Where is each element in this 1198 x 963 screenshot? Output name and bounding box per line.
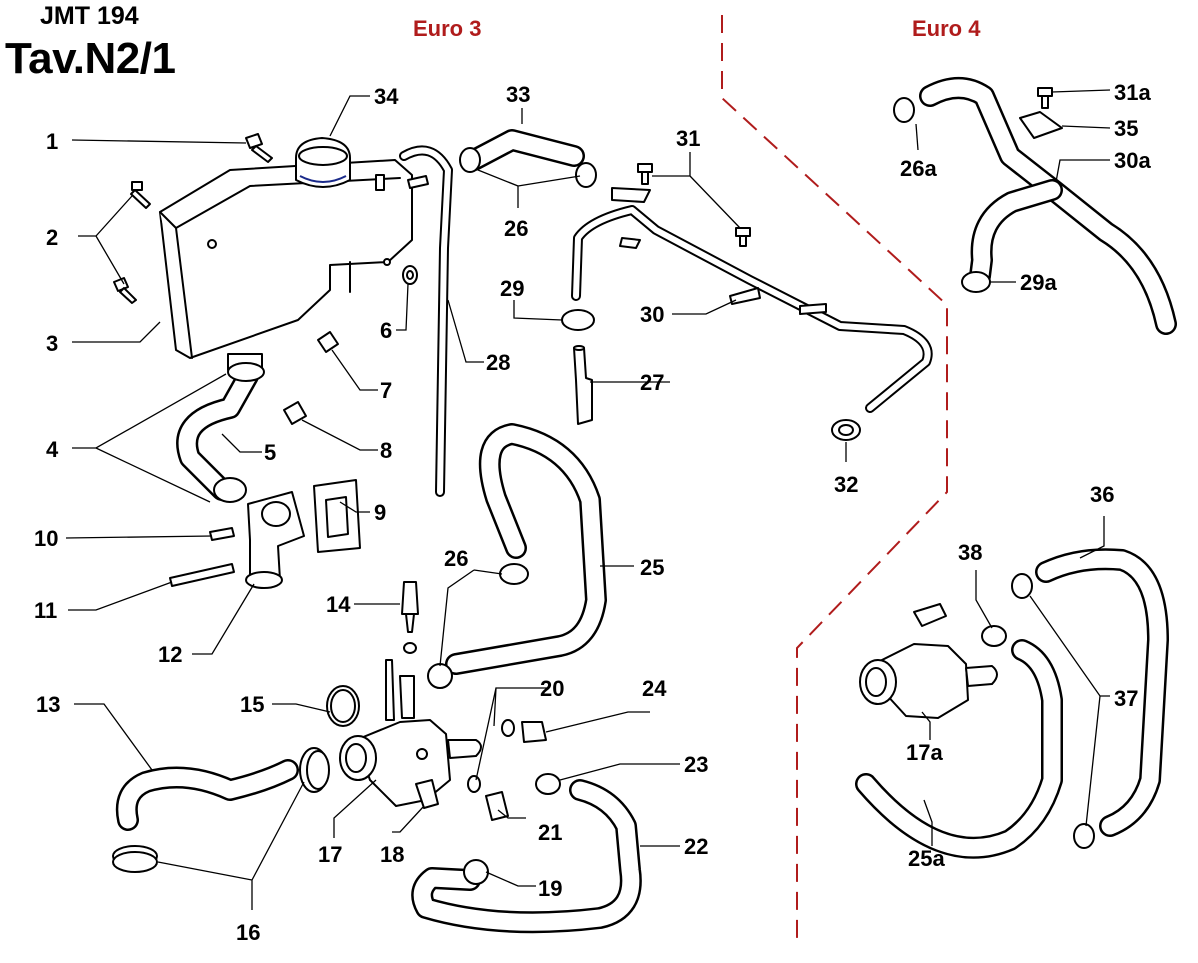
thermostat-housing-17-icon	[339, 659, 482, 807]
elbow-fitting-12-icon	[245, 491, 305, 589]
part-number-25: 25	[640, 555, 664, 580]
screw-2-lower-icon	[113, 277, 137, 304]
part-number-2: 2	[46, 225, 58, 250]
part-number-23: 23	[684, 752, 708, 777]
part-number-9: 9	[374, 500, 386, 525]
grommet-7-icon	[317, 331, 339, 353]
tank-cap	[295, 137, 351, 188]
hose-clamp-16-lower-icon	[112, 845, 158, 873]
hose-clamp-26-mid-icon	[499, 563, 529, 585]
bolt-11-icon	[169, 563, 235, 587]
part-number-17a: 17a	[906, 740, 943, 765]
part-number-33: 33	[506, 82, 530, 107]
zone-label-euro4: Euro 4	[912, 16, 981, 41]
part-number-26-upper: 26	[504, 216, 528, 241]
part-number-31: 31	[676, 126, 700, 151]
part-number-6: 6	[380, 318, 392, 343]
thermostat-housing-17a-icon	[859, 603, 998, 719]
screw-1-icon	[245, 133, 273, 163]
bolt-10-icon	[209, 527, 235, 541]
part-number-18: 18	[380, 842, 404, 867]
hose-clamp-4-upper-icon	[227, 362, 265, 382]
part-number-34: 34	[374, 84, 399, 109]
part-number-38: 38	[958, 540, 982, 565]
part-number-36: 36	[1090, 482, 1114, 507]
washer-6-icon	[402, 265, 418, 285]
part-number-26-lower: 26	[444, 546, 468, 571]
screw-31a-icon	[1037, 87, 1053, 109]
washer-20-lower-icon	[467, 775, 481, 793]
gasket-9-icon	[313, 479, 361, 553]
part-number-30a: 30a	[1114, 148, 1151, 173]
euro-separator-line	[721, 15, 948, 940]
zone-label-euro3: Euro 3	[413, 16, 482, 41]
part-number-37: 37	[1114, 686, 1138, 711]
part-number-27: 27	[640, 370, 664, 395]
clamp-32-icon	[831, 419, 861, 441]
part-number-12: 12	[158, 642, 182, 667]
part-number-5: 5	[264, 440, 276, 465]
part-number-3: 3	[46, 331, 58, 356]
hose-clamp-26a-icon	[893, 97, 915, 123]
part-number-24: 24	[642, 676, 667, 701]
part-number-19: 19	[538, 876, 562, 901]
part-number-16: 16	[236, 920, 260, 945]
hose-clamp-26-lower-icon	[427, 663, 453, 689]
bolt-18-icon	[415, 779, 439, 809]
part-number-8: 8	[380, 438, 392, 463]
part-number-32: 32	[834, 472, 858, 497]
screw-31-lower-icon	[735, 227, 751, 247]
part-number-17: 17	[318, 842, 342, 867]
hose-clamp-29-icon	[561, 309, 595, 331]
part-number-14: 14	[326, 592, 351, 617]
diagram-header-code: JMT 194	[40, 2, 139, 30]
part-number-1: 1	[46, 129, 58, 154]
part-number-29a: 29a	[1020, 270, 1057, 295]
bracket-35-icon	[1019, 111, 1063, 139]
screw-2-upper-icon	[130, 181, 151, 209]
fitting-24-icon	[521, 721, 547, 743]
hose-clamp-37-upper-icon	[1011, 573, 1033, 599]
diagram-table-title: Tav.N2/1	[5, 34, 176, 83]
washer-20-upper-icon	[501, 719, 515, 737]
connector-27-icon	[573, 345, 593, 425]
hose-clamp-19-icon	[463, 859, 489, 885]
part-number-22: 22	[684, 834, 708, 859]
part-number-13: 13	[36, 692, 60, 717]
expansion-tank	[159, 159, 429, 371]
part-number-10: 10	[34, 526, 58, 551]
part-number-28: 28	[486, 350, 510, 375]
part-number-35: 35	[1114, 116, 1138, 141]
hose-clamp-37-lower-icon	[1073, 823, 1095, 849]
part-number-21: 21	[538, 820, 562, 845]
part-number-31a: 31a	[1114, 80, 1151, 105]
part-number-30: 30	[640, 302, 664, 327]
hose-clamp-16-upper-icon	[299, 747, 330, 793]
leader-lines	[65, 89, 1111, 910]
hose-clamp-26-right-icon	[575, 162, 597, 188]
part-number-7: 7	[380, 378, 392, 403]
part-number-25a: 25a	[908, 846, 945, 871]
screw-31-upper-icon	[637, 163, 653, 185]
part-number-11: 11	[34, 598, 57, 623]
hose-clamp-4-lower-icon	[213, 477, 247, 503]
hose-clamp-29a-icon	[961, 271, 991, 293]
o-ring-15-icon	[326, 685, 360, 727]
hose-clamp-26-left-icon	[459, 147, 481, 173]
grommet-8-icon	[283, 401, 307, 425]
hose-clamp-23-icon	[535, 773, 561, 795]
pipe-bracket-icon	[611, 187, 827, 315]
part-number-15: 15	[240, 692, 264, 717]
part-number-4: 4	[46, 437, 59, 462]
sensor-14-icon	[401, 581, 419, 654]
part-number-20: 20	[540, 676, 564, 701]
part-number-26a: 26a	[900, 156, 937, 181]
hose-clamp-38-icon	[981, 625, 1007, 647]
part-number-29: 29	[500, 276, 524, 301]
